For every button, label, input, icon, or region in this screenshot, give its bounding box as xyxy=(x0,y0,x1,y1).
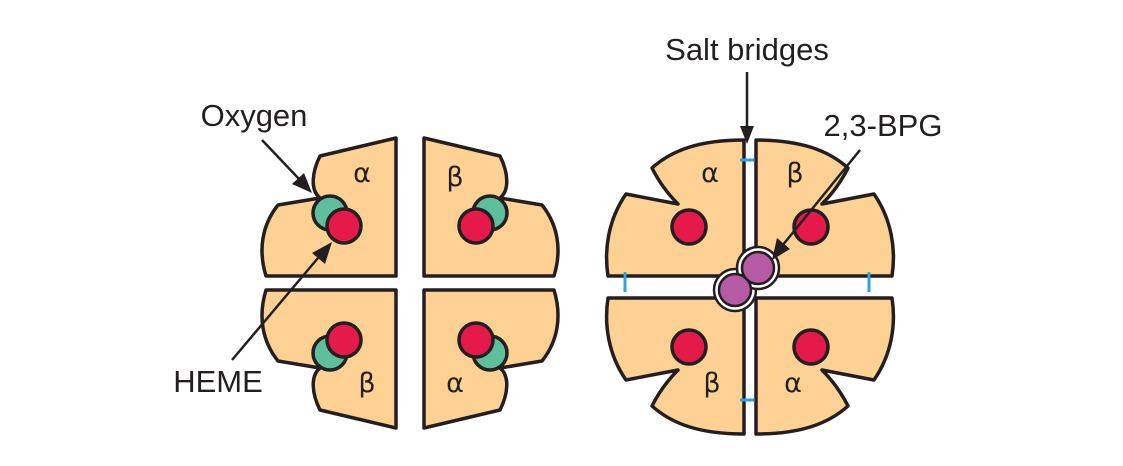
heme-group xyxy=(325,321,363,359)
deoxy-hemoglobin: α β β α Salt bridg xyxy=(604,32,943,436)
heme-arrow xyxy=(231,257,319,361)
heme-group xyxy=(457,207,495,245)
salt-bridges-arrowhead xyxy=(740,126,754,144)
subunit-label: α xyxy=(353,158,371,189)
bpg-molecule xyxy=(712,245,781,313)
subunit-label-beta-top: β xyxy=(446,162,463,193)
heme-group xyxy=(457,321,495,359)
oxygen-arrowhead xyxy=(292,173,312,193)
subunit-label-beta-bottom: β xyxy=(358,368,375,399)
subunit-alpha-bottom-right xyxy=(754,296,896,436)
subunit-label-beta-top: β xyxy=(786,158,803,189)
heme-group xyxy=(792,208,830,246)
subunit-label-alpha-bottom: α xyxy=(784,368,802,399)
subunit-alpha-top-left: α xyxy=(260,136,398,278)
bpg-arrowhead xyxy=(772,238,790,260)
subunit-beta-top-right xyxy=(422,136,560,278)
heme-group xyxy=(792,328,830,366)
heme-label: HEME xyxy=(173,364,263,399)
subunit-label-beta-bottom: β xyxy=(703,368,720,399)
oxygen-arrow xyxy=(261,139,301,181)
subunit-alpha-top-left xyxy=(604,138,746,278)
heme-group xyxy=(325,207,363,245)
subunit-label-alpha-bottom: α xyxy=(446,368,464,399)
subunit-alpha-bottom-right xyxy=(422,288,560,430)
heme-group xyxy=(670,208,708,246)
salt-bridges-label: Salt bridges xyxy=(665,32,829,67)
heme-group xyxy=(670,328,708,366)
bpg-arrow xyxy=(781,149,861,247)
bpg-label: 2,3-BPG xyxy=(824,108,943,143)
subunit-label-alpha-top: α xyxy=(701,158,719,189)
oxygen-label: Oxygen xyxy=(201,98,308,133)
heme-arrowhead xyxy=(312,242,332,264)
subunit-beta-bottom-left xyxy=(604,296,746,436)
oxy-hemoglobin: α β β α Oxygen HEME xyxy=(173,98,560,430)
subunit-beta-bottom-left xyxy=(260,288,398,430)
